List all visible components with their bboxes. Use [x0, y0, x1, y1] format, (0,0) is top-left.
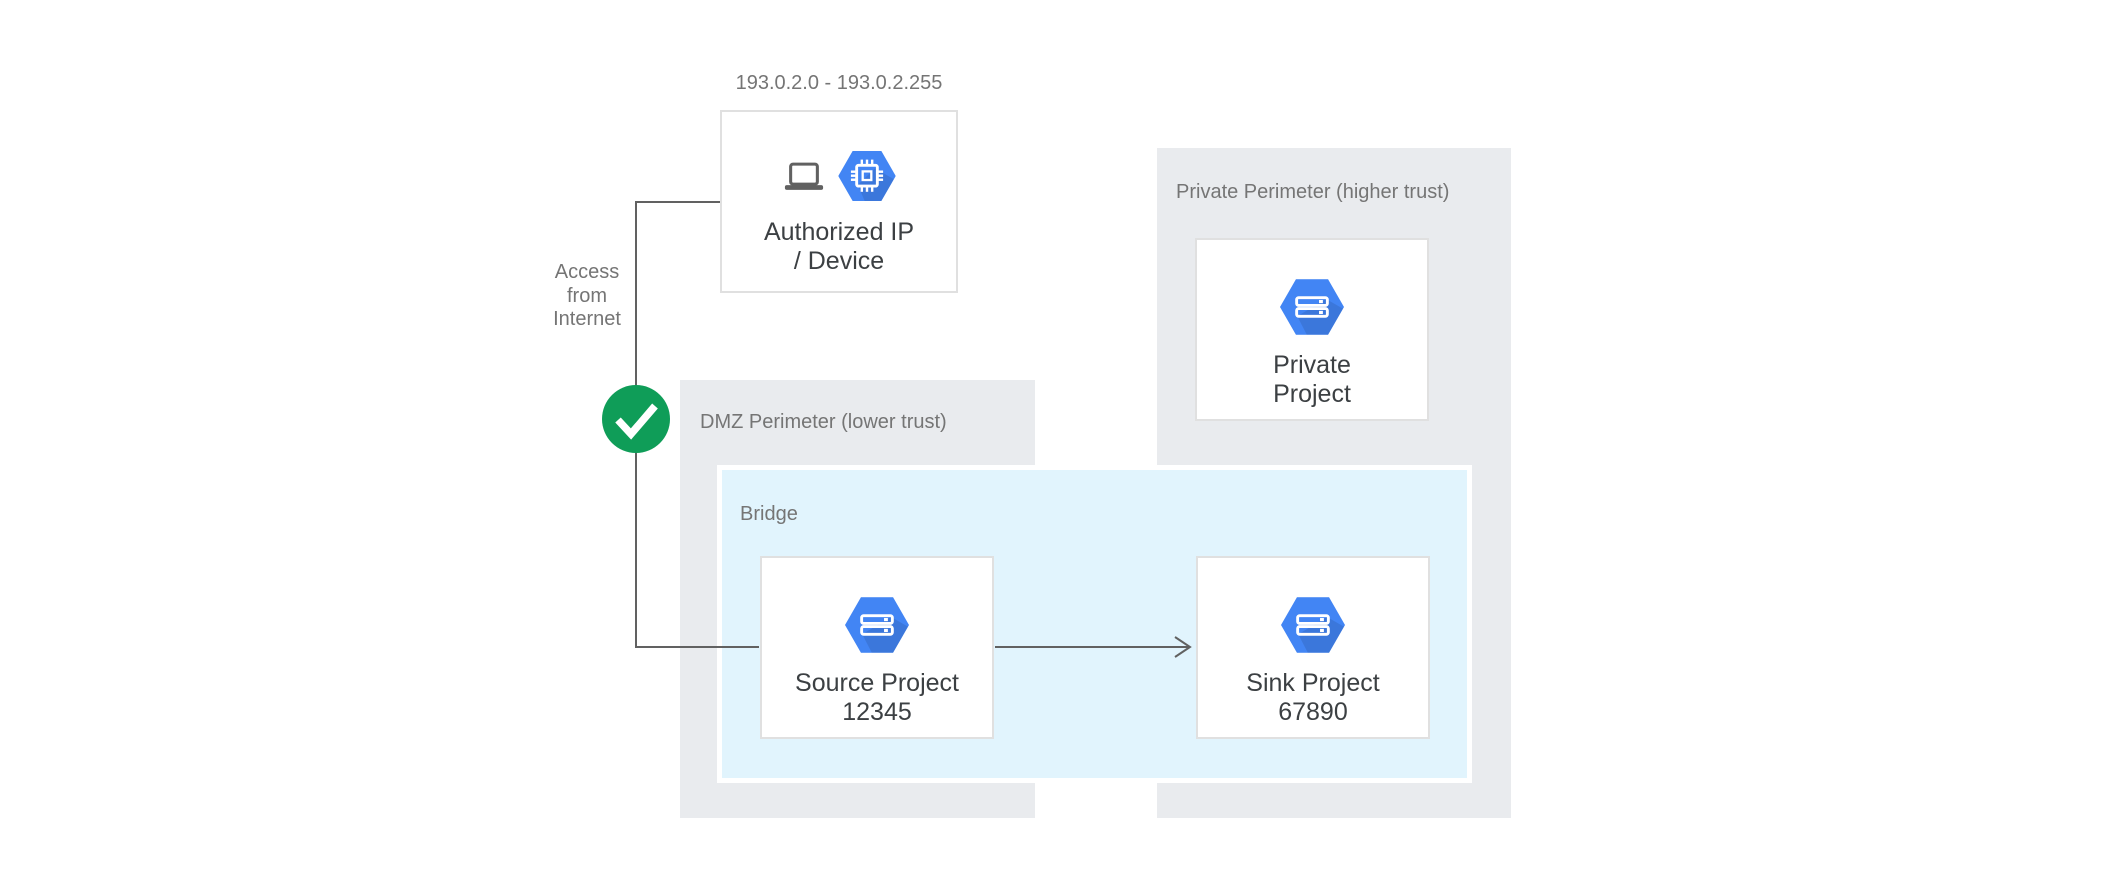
private-perimeter-label: Private Perimeter (higher trust)	[1176, 181, 1450, 203]
private-project-icon-row	[1280, 279, 1344, 335]
source-project-label-line1: Source Project	[795, 669, 959, 697]
source-project-node: Source Project 12345	[760, 556, 994, 739]
private-project-label: Private Project	[1273, 351, 1351, 409]
laptop-icon	[784, 162, 823, 190]
authorized-node-label: Authorized IP / Device	[764, 218, 914, 276]
project-server-hexagon-icon	[1281, 597, 1345, 653]
authorized-label-line2: / Device	[793, 247, 885, 275]
sink-project-node: Sink Project 67890	[1196, 556, 1430, 739]
source-project-label: Source Project 12345	[795, 669, 959, 727]
authorized-label-line1: Authorized IP	[763, 218, 915, 246]
ip-range-label: 193.0.2.0 - 193.0.2.255	[735, 72, 943, 94]
authorized-ip-device-node: Authorized IP / Device	[720, 110, 958, 293]
source-project-label-line2: 12345	[842, 698, 912, 726]
source-project-icon-row	[845, 597, 909, 653]
bridge-label: Bridge	[740, 503, 798, 525]
project-server-hexagon-icon	[1280, 279, 1344, 335]
authorized-icon-row	[783, 150, 896, 202]
check-allowed-icon	[615, 403, 658, 440]
access-label-line3: Internet	[553, 308, 621, 330]
sink-project-label-line2: 67890	[1278, 698, 1348, 726]
compute-chip-hexagon-icon	[838, 151, 896, 201]
access-label-line1: Access	[554, 261, 620, 283]
sink-project-label-line1: Sink Project	[1246, 669, 1380, 697]
check-allowed-badge	[602, 385, 670, 453]
dmz-perimeter-label: DMZ Perimeter (lower trust)	[700, 411, 947, 433]
private-project-label-line1: Private	[1273, 351, 1351, 379]
private-project-node: Private Project	[1195, 238, 1429, 421]
sink-project-icon-row	[1281, 597, 1345, 653]
private-project-label-line2: Project	[1273, 380, 1351, 408]
access-label-line2: from	[567, 284, 607, 307]
sink-project-label: Sink Project 67890	[1246, 669, 1379, 727]
access-from-internet-label: Access from Internet	[527, 261, 647, 332]
project-server-hexagon-icon	[845, 597, 909, 653]
